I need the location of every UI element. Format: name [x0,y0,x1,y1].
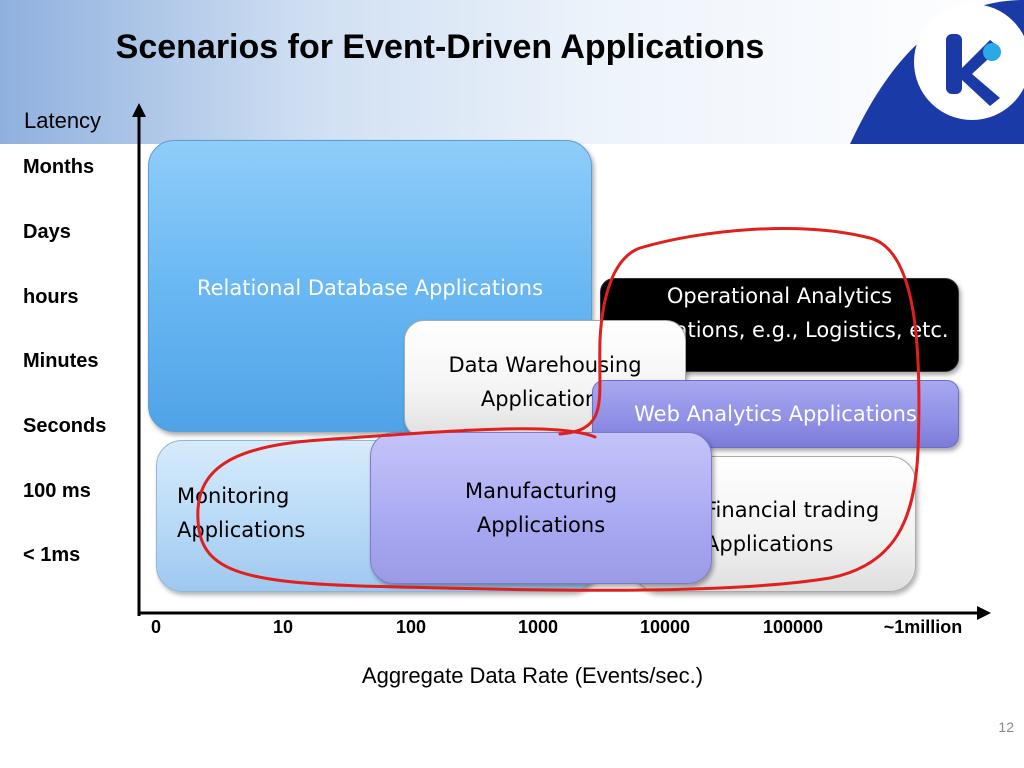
monitoring-label: Monitoring Applications [177,484,306,542]
y-tick: 100 ms [23,480,91,502]
y-tick: Months [23,156,95,178]
x-axis-label: Aggregate Data Rate (Events/sec.) [361,663,704,688]
financial-trading-label: Financial trading Applications [705,498,880,556]
y-tick: Minutes [23,350,99,372]
manufacturing-label: Manufacturing Applications [464,479,618,537]
x-tick: ~1million [883,617,963,637]
manufacturing-box: Manufacturing Applications [370,432,712,584]
x-tick: 1000 [517,617,559,637]
slide-title: Scenarios for Event-Driven Applications [115,28,765,66]
page-number: 12 [998,719,1014,735]
y-tick: hours [23,286,79,308]
header-band [0,0,1024,144]
x-tick: 0 [150,617,161,637]
k-logo-icon [850,0,1024,144]
y-tick: < 1ms [23,544,81,566]
y-tick: Days [23,221,71,243]
x-tick: 10000 [639,617,691,637]
y-axis-label: Latency [24,108,102,133]
x-tick: 100 [395,617,427,637]
x-tick: 10 [272,617,294,637]
y-tick: Seconds [23,415,107,437]
x-tick: 100000 [762,617,824,637]
